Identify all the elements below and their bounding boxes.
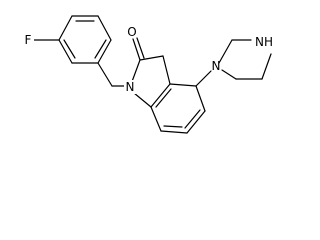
- bond: [221, 69, 237, 80]
- bond: [150, 83, 171, 108]
- fluorophenyl-ring: [58, 15, 112, 64]
- bond: [184, 109, 201, 129]
- label-background: [22, 33, 34, 47]
- bond: [195, 70, 212, 87]
- bond: [218, 39, 233, 64]
- bond: [195, 85, 206, 112]
- label-background: [124, 80, 136, 94]
- bond: [97, 15, 112, 41]
- bond: [139, 55, 164, 61]
- bond: [58, 39, 73, 64]
- fused-benzene-ring: [150, 83, 206, 134]
- bond: [94, 39, 107, 59]
- bond: [162, 55, 171, 85]
- bond: [160, 130, 188, 134]
- bond: [97, 39, 112, 64]
- bond: [63, 39, 76, 59]
- bond: [169, 83, 197, 87]
- fluorine-label: F: [25, 33, 32, 47]
- bond: [155, 88, 172, 108]
- piperazine-nh-label: NH: [255, 35, 273, 49]
- bond: [261, 53, 272, 80]
- indole-nitrogen-label: N: [126, 80, 135, 94]
- bond: [163, 125, 183, 128]
- chemical-structure-diagram: F O N N NH: [22, 15, 273, 134]
- carbonyl-oxygen-label: O: [127, 25, 136, 39]
- bond: [133, 92, 152, 108]
- piperazine-nitrogen-label: N: [212, 59, 221, 73]
- bond: [58, 15, 73, 41]
- bond: [97, 62, 113, 87]
- bond: [136, 37, 145, 59]
- bond: [132, 38, 141, 61]
- piperazine-ring: [218, 39, 272, 80]
- bond: [150, 106, 162, 132]
- bond: [186, 110, 206, 134]
